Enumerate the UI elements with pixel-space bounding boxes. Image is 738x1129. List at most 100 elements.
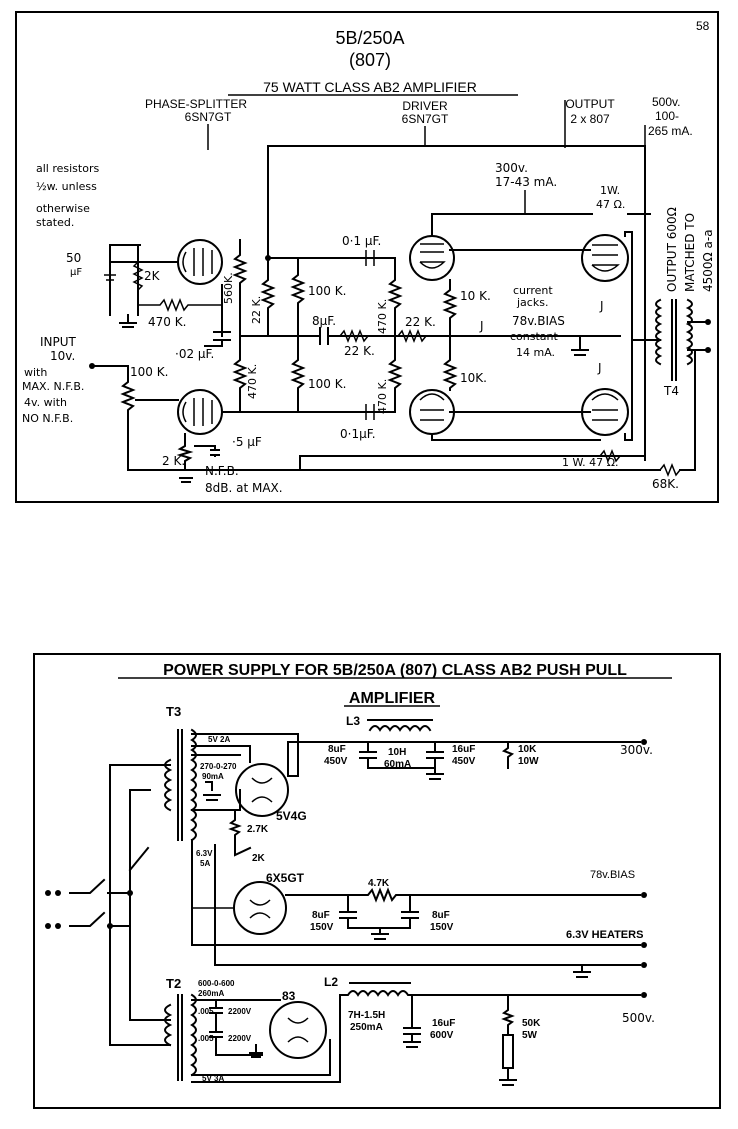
- note-line-3: otherwise: [36, 202, 90, 215]
- bias-2: constant: [510, 330, 559, 343]
- driver-upper-elements: [419, 243, 446, 269]
- out-300-terminal: [641, 739, 647, 745]
- output-upper-elements: [591, 244, 620, 272]
- feedback-line: [299, 349, 696, 471]
- r-2k-label: 2K: [252, 853, 266, 864]
- r-470k-left-bottom: [232, 335, 269, 413]
- t2-hv-label-2: 260mA: [198, 989, 224, 998]
- mains-terminal-4: [55, 923, 61, 929]
- cap-8uf-label: 8μF.: [312, 314, 336, 328]
- input-5: 4v. with: [24, 396, 67, 409]
- r-470k-a-label: 470 K.: [148, 315, 186, 329]
- t3-hv-label-2: 90mA: [202, 772, 224, 781]
- out-bias-label: 78v.BIAS: [590, 869, 635, 881]
- jack-j-bottom: J: [597, 361, 602, 375]
- t2-5v-label: 5V 3A: [202, 1074, 224, 1083]
- current-jacks-2: jacks.: [516, 296, 548, 309]
- driver-plate-lines: [431, 213, 601, 441]
- r-10k-bleeder: [501, 741, 515, 769]
- r-470k-mid-bottom-label: 470 K.: [376, 379, 389, 414]
- r-22k-right-symbol: [397, 328, 427, 344]
- cap-5uf-label: ·5 μF: [232, 435, 262, 449]
- out-300-label: 300v.: [620, 743, 653, 757]
- tube-elements-1: [182, 248, 213, 276]
- nfb-label: N.F.B.: [205, 464, 239, 478]
- l2-value-2: 250mA: [350, 1022, 383, 1033]
- power-supply-schematic: POWER SUPPLY FOR 5B/250A (807) CLASS AB2…: [33, 653, 721, 1109]
- page-number: 58: [696, 19, 710, 33]
- r-10k-bottom-label: 10K.: [460, 371, 487, 385]
- output-note-2: MATCHED TO: [683, 213, 697, 292]
- r-470k-symbol: [138, 285, 223, 313]
- t3-5v-label: 5V 2A: [208, 735, 230, 744]
- r-10k-top-label: 10 K.: [460, 289, 491, 303]
- transformer-t4: [655, 298, 709, 381]
- cap-02uf: [204, 284, 231, 347]
- t3-63-label-2: 5A: [200, 859, 210, 868]
- hv-supply-3: 265 mA.: [648, 124, 693, 138]
- t2-5v-winding: [191, 994, 341, 1083]
- r-100k-bottom: [290, 335, 306, 413]
- c-16uf-450-1: 16uF: [452, 744, 475, 755]
- r-100k-top-label: 100 K.: [308, 284, 346, 298]
- c-2200-a: 2200V: [228, 1007, 252, 1016]
- psu-frame: [33, 653, 721, 1109]
- l3-value-1: 10H: [388, 747, 406, 758]
- l3-value-2: 60mA: [384, 759, 411, 770]
- c-005-b: .005: [198, 1034, 214, 1043]
- tube-83-label: 83: [282, 989, 296, 1003]
- r-50k-1: 50K: [522, 1018, 541, 1029]
- tube-83: [269, 1001, 327, 1059]
- t3-label: T3: [166, 704, 181, 719]
- hv-supply-1: 500v.: [652, 95, 680, 109]
- mains-wiring: [109, 764, 171, 1046]
- r-68k-label: 68K.: [652, 477, 679, 491]
- cap-5uf: [194, 411, 241, 457]
- amplifier-title: 5B/250A: [335, 28, 404, 48]
- r-2-7k-and-pot: [228, 811, 252, 857]
- pot-2k-label: 2 K.: [162, 454, 185, 468]
- output-note-1: OUTPUT 600Ω: [665, 207, 679, 292]
- amplifier-frame: [15, 11, 719, 503]
- hv-300-rail: [287, 741, 641, 777]
- out-heaters-label: 6.3V HEATERS: [566, 929, 643, 941]
- r-10k-1: 10K: [518, 744, 537, 755]
- t4-label: T4: [663, 384, 679, 398]
- l2-label: L2: [324, 975, 338, 989]
- psu-title-2: AMPLIFIER: [349, 690, 436, 707]
- r-560k-label: 560K.: [222, 272, 235, 304]
- mains-terminal-1: [45, 890, 51, 896]
- cap-02uf-label: ·02 μF.: [175, 347, 214, 361]
- amplifier-subtitle: 75 WATT CLASS AB2 AMPLIFIER: [263, 79, 477, 95]
- r-470k-mid-bottom: [387, 335, 403, 413]
- tube-6x5gt-label: 6X5GT: [266, 871, 305, 885]
- t4-terminal-1: [705, 319, 711, 325]
- jack-j-mid: J: [479, 319, 484, 333]
- mains-terminal-2: [55, 890, 61, 896]
- out-500-label: 500v.: [622, 1011, 655, 1025]
- r-2k-label: 2K: [144, 269, 161, 283]
- driver-to-output-grids: [449, 249, 591, 413]
- output-tubes: 2 x 807: [570, 112, 610, 126]
- input-3: with: [24, 366, 47, 379]
- bias-line: [449, 335, 621, 356]
- c-16uf-600: [403, 994, 421, 1048]
- t2-hv-winding: [191, 999, 281, 1056]
- r-22k-right-label: 22 K.: [405, 315, 436, 329]
- t2-hv-label-1: 600-0-600: [198, 979, 235, 988]
- tube-5v4g: [235, 763, 289, 817]
- note-line-2: ½w. unless: [36, 180, 97, 193]
- driver-lower-elements: [419, 393, 445, 421]
- output-label: OUTPUT: [565, 97, 615, 111]
- c-bias-r-1: 8uF: [432, 910, 450, 921]
- phase-splitter-tube-upper: [177, 239, 223, 285]
- phase-splitter-tube: 6SN7GT: [185, 110, 232, 124]
- bias-3: 14 mA.: [516, 346, 555, 359]
- tube-83-elements: [287, 1017, 309, 1043]
- bias-filter-caps: [339, 894, 419, 940]
- r-1w-47-bottom: 1 W. 47 Ω.: [562, 456, 619, 469]
- r-22k-center-symbol: [339, 328, 369, 344]
- driver-tube: 6SN7GT: [402, 112, 449, 126]
- phase-splitter-label: PHASE-SPLITTER: [145, 97, 247, 111]
